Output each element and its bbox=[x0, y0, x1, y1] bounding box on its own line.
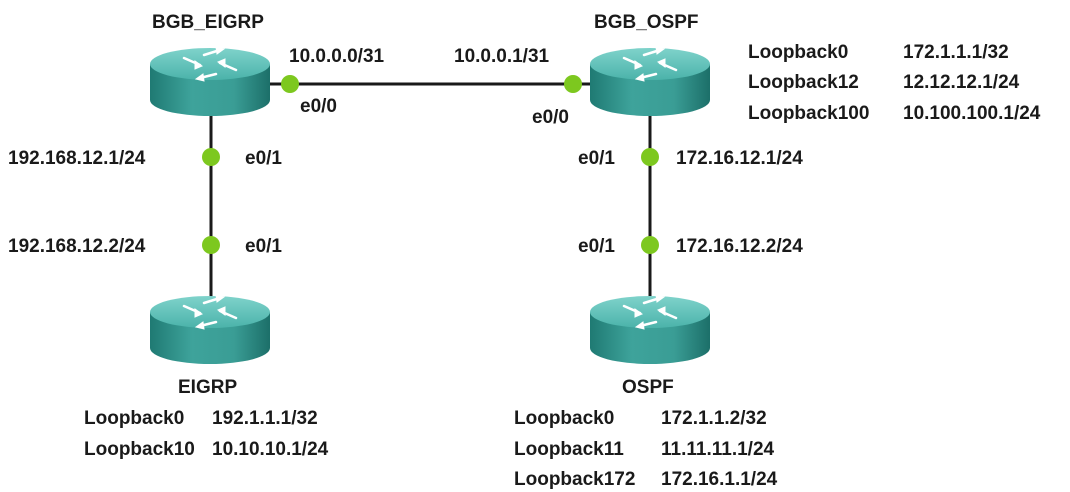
if-label-eigrp-e0-1: e0/1 bbox=[245, 236, 282, 257]
router-bgb-ospf-icon[interactable] bbox=[588, 45, 712, 118]
loopback-ip: 192.1.1.1/32 bbox=[212, 408, 318, 429]
if-label-bgb-eigrp-e0-1: e0/1 bbox=[245, 148, 282, 169]
router-bgb-eigrp-icon[interactable] bbox=[148, 45, 272, 118]
router-label-eigrp: EIGRP bbox=[178, 377, 237, 398]
loopback-ip: 12.12.12.1/24 bbox=[903, 72, 1020, 93]
loopback-name: Loopback11 bbox=[514, 439, 624, 460]
loopback-name: Loopback0 bbox=[514, 408, 614, 429]
ip-label-eigrp-e0-1: 192.168.12.2/24 bbox=[8, 236, 146, 257]
ip-label-bgb-eigrp-e0-0: 10.0.0.0/31 bbox=[289, 46, 385, 67]
interface-dot-eigrp-e0-1 bbox=[202, 236, 220, 254]
interface-dot-ospf-e0-1 bbox=[641, 236, 659, 254]
router-ospf-icon[interactable] bbox=[588, 293, 712, 366]
loopback-ip: 11.11.11.1/24 bbox=[661, 439, 775, 460]
loopback-ip: 172.1.1.1/32 bbox=[903, 42, 1009, 63]
loopback-table-bgb-ospf: Loopback0 172.1.1.1/32 Loopback12 12.12.… bbox=[748, 42, 1041, 124]
loopback-name: Loopback172 bbox=[514, 469, 635, 490]
interface-dot-bgb-eigrp-e0-1 bbox=[202, 148, 220, 166]
interface-dot-bgb-eigrp-e0-0 bbox=[281, 75, 299, 93]
if-label-ospf-e0-1: e0/1 bbox=[578, 236, 615, 257]
loopback-name: Loopback0 bbox=[84, 408, 184, 429]
loopback-name: Loopback0 bbox=[748, 42, 848, 63]
router-label-bgb-eigrp: BGB_EIGRP bbox=[152, 12, 264, 33]
loopback-ip: 10.100.100.1/24 bbox=[903, 103, 1041, 124]
ip-label-bgb-eigrp-e0-1: 192.168.12.1/24 bbox=[8, 148, 146, 169]
ip-label-bgb-ospf-e0-1: 172.16.12.1/24 bbox=[676, 148, 803, 169]
if-label-bgb-ospf-e0-0: e0/0 bbox=[532, 107, 569, 128]
ip-label-bgb-ospf-e0-0: 10.0.0.1/31 bbox=[454, 46, 550, 67]
loopback-table-eigrp: Loopback0 192.1.1.1/32 Loopback10 10.10.… bbox=[84, 408, 329, 460]
if-label-bgb-eigrp-e0-0: e0/0 bbox=[300, 96, 337, 117]
router-eigrp-icon[interactable] bbox=[148, 293, 272, 366]
loopback-ip: 172.16.1.1/24 bbox=[661, 469, 778, 490]
interface-dot-bgb-ospf-e0-1 bbox=[641, 148, 659, 166]
router-label-bgb-ospf: BGB_OSPF bbox=[594, 12, 699, 33]
if-label-bgb-ospf-e0-1: e0/1 bbox=[578, 148, 615, 169]
ip-label-ospf-e0-1: 172.16.12.2/24 bbox=[676, 236, 803, 257]
loopback-table-ospf: Loopback0 172.1.1.2/32 Loopback11 11.11.… bbox=[514, 408, 778, 490]
interface-dot-bgb-ospf-e0-0 bbox=[564, 75, 582, 93]
loopback-ip: 10.10.10.1/24 bbox=[212, 439, 329, 460]
loopback-ip: 172.1.1.2/32 bbox=[661, 408, 767, 429]
router-label-ospf: OSPF bbox=[622, 377, 674, 398]
loopback-name: Loopback10 bbox=[84, 439, 195, 460]
loopback-name: Loopback100 bbox=[748, 103, 869, 124]
loopback-name: Loopback12 bbox=[748, 72, 859, 93]
